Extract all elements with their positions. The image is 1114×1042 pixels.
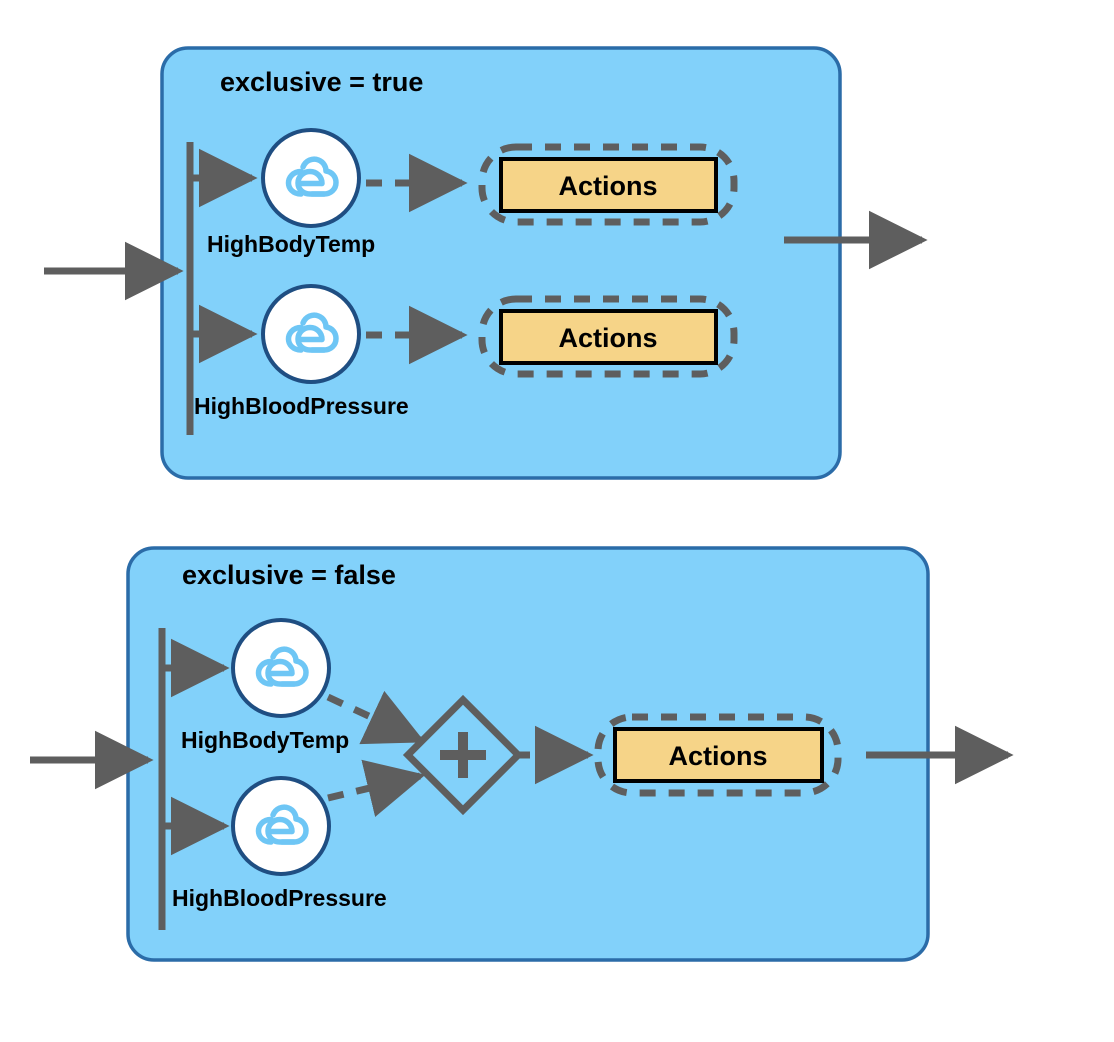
event-highbloodpressure-true[interactable] xyxy=(261,284,361,384)
actions-group-bottom[interactable]: Actions xyxy=(478,295,738,378)
panel-title: exclusive = false xyxy=(182,560,396,590)
actions-label: Actions xyxy=(558,171,657,201)
event-circle xyxy=(231,776,331,876)
panel-exclusive-false[interactable]: exclusive = false HighBodyTemp HighBlood… xyxy=(30,546,1014,962)
event-circle xyxy=(261,284,361,384)
panel-exclusive-true[interactable]: exclusive = true HighBodyTemp Actions Hi… xyxy=(44,46,928,480)
actions-box[interactable] xyxy=(499,157,718,213)
actions-group-merged[interactable]: Actions xyxy=(594,713,842,797)
actions-box[interactable] xyxy=(499,309,718,365)
gateway-diamond xyxy=(402,694,524,816)
event-label-highbloodpressure: HighBloodPressure xyxy=(172,885,387,911)
actions-label: Actions xyxy=(558,323,657,353)
event-circle xyxy=(261,128,361,228)
actions-label: Actions xyxy=(668,741,767,771)
event-label-highbodytemp: HighBodyTemp xyxy=(181,727,349,753)
event-highbloodpressure-false[interactable] xyxy=(231,776,331,876)
event-highbodytemp-true[interactable] xyxy=(261,128,361,228)
actions-box[interactable] xyxy=(613,727,824,783)
event-label-highbloodpressure: HighBloodPressure xyxy=(194,393,409,419)
dashed-flow-arrow-bottom xyxy=(327,759,426,817)
parallel-gateway[interactable] xyxy=(402,694,524,816)
actions-envelope xyxy=(478,143,738,226)
event-label-highbodytemp: HighBodyTemp xyxy=(207,231,375,257)
event-highbodytemp-false[interactable] xyxy=(231,618,331,718)
actions-envelope xyxy=(478,295,738,378)
panel-title: exclusive = true xyxy=(220,67,423,97)
event-circle xyxy=(231,618,331,718)
actions-group-top[interactable]: Actions xyxy=(478,143,738,226)
